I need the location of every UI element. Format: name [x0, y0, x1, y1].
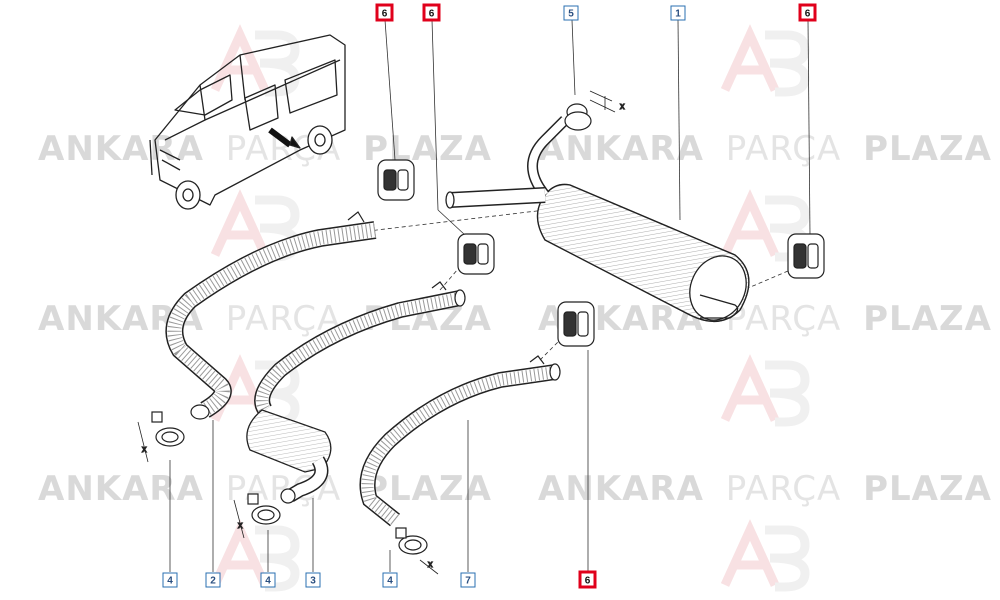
watermark-row: ANKARA PARÇA PLAZA: [538, 469, 992, 509]
watermark-row: ANKARA PARÇA PLAZA: [38, 129, 492, 169]
callout-label: 3: [310, 576, 316, 587]
clamp-part-4: x: [395, 527, 439, 575]
callout-5: 5: [563, 5, 579, 21]
rubber-mount-part-6: [377, 159, 415, 201]
watermark-logo-icon: [210, 519, 300, 592]
rubber-mount-part-6: [557, 301, 595, 347]
callout-label: 6: [382, 9, 388, 20]
watermark-logos: [210, 24, 810, 592]
callout-label: 4: [387, 576, 393, 587]
hanger-part-5: x: [564, 90, 626, 131]
dimension-x-label: x: [238, 520, 243, 530]
clamp-part-4: x: [137, 411, 185, 463]
dimension-x-label: x: [142, 444, 147, 454]
callout-6-c: 6: [798, 3, 817, 22]
watermark-logo-icon: [720, 24, 810, 97]
callout-6-d: 6: [578, 570, 597, 589]
rubber-mount-part-6: [787, 233, 825, 279]
exhaust-pipe-part-3: [246, 281, 466, 504]
callout-6-a: 6: [375, 3, 394, 22]
callout-4-c: 4: [382, 572, 398, 588]
watermark-logo-icon: [720, 519, 810, 592]
watermark-logo-icon: [720, 354, 810, 427]
callout-1: 1: [670, 5, 686, 21]
watermark-row: ANKARA PARÇA PLAZA: [538, 129, 992, 169]
rubber-mount-part-6: [457, 233, 495, 275]
rear-muffler: [445, 116, 750, 322]
dimension-x-label: x: [428, 559, 433, 569]
callout-labels: 6 6 5 1 6 4 2 4: [162, 3, 817, 589]
van-illustration: [149, 34, 346, 210]
clamp-part-4: x: [233, 493, 281, 539]
callout-label: 6: [585, 576, 591, 587]
watermark-row: ANKARA PARÇA PLAZA: [38, 469, 492, 509]
callout-label: 6: [429, 9, 435, 20]
dimension-x-label: x: [620, 101, 625, 111]
callout-label: 1: [675, 9, 681, 20]
callout-4-b: 4: [260, 572, 276, 588]
callout-label: 4: [167, 576, 173, 587]
callout-4-a: 4: [162, 572, 178, 588]
exhaust-pipe-part-7: [359, 355, 561, 527]
exhaust-pipe-part-2: [165, 211, 377, 420]
callout-label: 6: [805, 9, 811, 20]
callout-2: 2: [205, 572, 221, 588]
callout-6-b: 6: [422, 3, 441, 22]
callout-7: 7: [460, 572, 476, 588]
callout-label: 2: [210, 576, 216, 587]
leader-lines: [169, 19, 811, 572]
callout-3: 3: [305, 572, 321, 588]
callout-label: 5: [568, 9, 574, 20]
callout-label: 7: [465, 576, 471, 587]
watermark-row: ANKARA PARÇA PLAZA: [538, 299, 992, 339]
callout-label: 4: [265, 576, 271, 587]
watermark-logo-icon: [210, 24, 300, 97]
